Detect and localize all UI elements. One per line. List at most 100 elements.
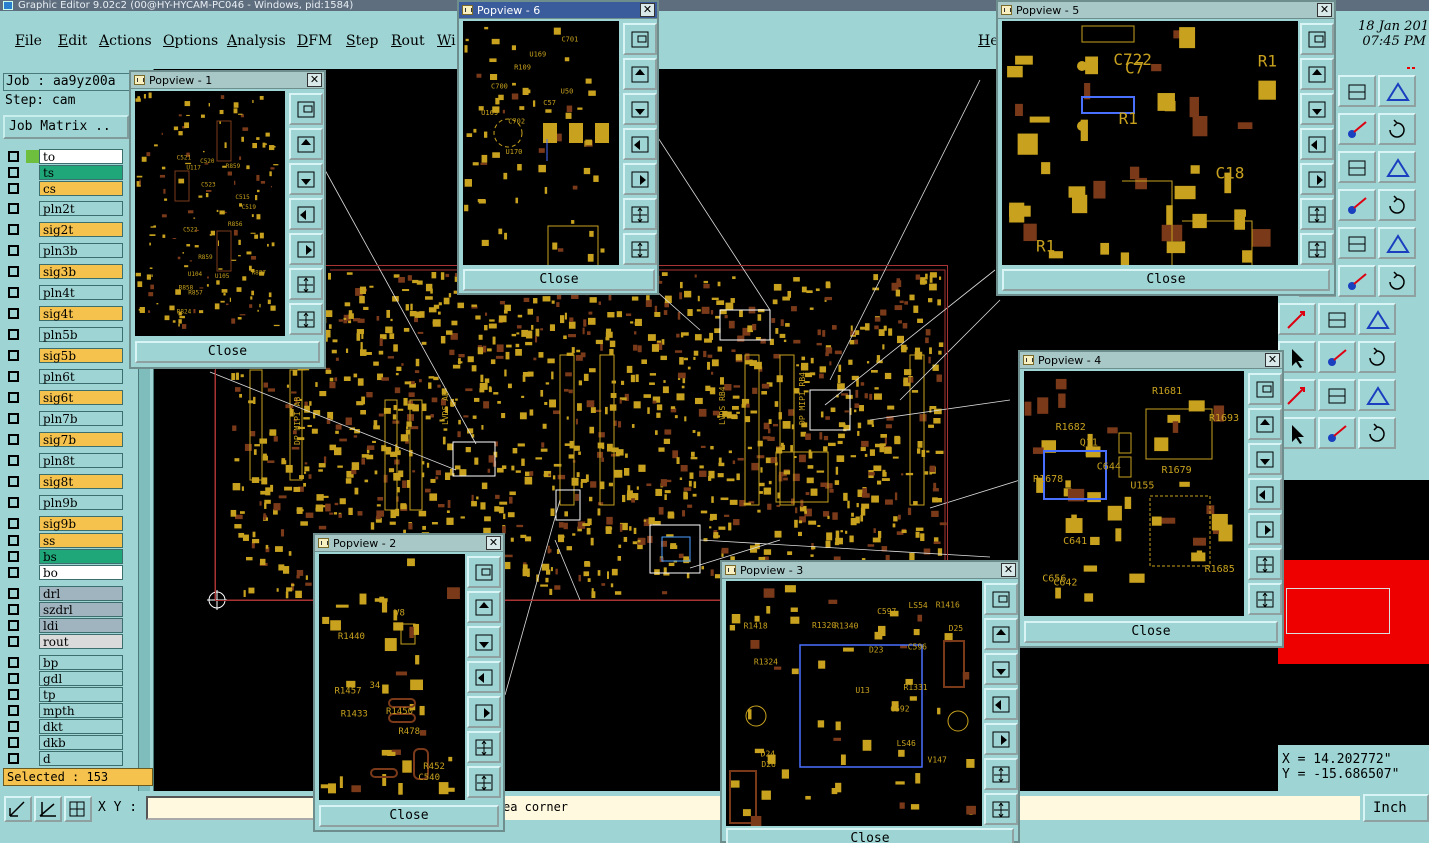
- layer-checkbox[interactable]: [8, 329, 19, 340]
- layer-row-gdl[interactable]: gdl: [3, 671, 143, 686]
- layer-label[interactable]: bs: [39, 549, 123, 564]
- layer-row-szdrl[interactable]: szdrl: [3, 602, 143, 617]
- layer-color-swatch[interactable]: [26, 166, 40, 179]
- select-c-icon[interactable]: [1358, 417, 1396, 449]
- popview-fit-icon[interactable]: [467, 731, 501, 763]
- layer-row-sig2t[interactable]: sig2t: [3, 222, 143, 237]
- layer-color-swatch[interactable]: [26, 182, 40, 195]
- layer-color-swatch[interactable]: [26, 688, 40, 701]
- layer-checkbox[interactable]: [8, 737, 19, 748]
- triangle-a-icon[interactable]: [1318, 379, 1356, 411]
- popview-right-icon[interactable]: [289, 233, 323, 265]
- layer-label[interactable]: sig4t: [39, 306, 123, 321]
- popview-5-close-button[interactable]: Close: [1002, 269, 1330, 291]
- popview-window-icon[interactable]: [467, 556, 501, 588]
- layer-label[interactable]: rout: [39, 634, 123, 649]
- popview-1-viewport[interactable]: C519C521U104U117R827C523R856R858R859C522…: [135, 91, 285, 336]
- layer-label[interactable]: pln4t: [39, 285, 123, 300]
- layer-row-sig7b[interactable]: sig7b: [3, 432, 143, 447]
- layer-label[interactable]: ss: [39, 533, 123, 548]
- popview-fit-icon[interactable]: [984, 758, 1018, 790]
- ruler-icon[interactable]: [1338, 227, 1376, 259]
- popview-3-viewport[interactable]: LS54V147R1340R1331R1324R1320LS46C592C596…: [726, 581, 982, 826]
- layer-row-sig4t[interactable]: sig4t: [3, 306, 143, 321]
- popview-fit-icon[interactable]: [1248, 548, 1282, 580]
- layer-checkbox[interactable]: [8, 689, 19, 700]
- menu-step[interactable]: Step: [346, 33, 379, 49]
- pin-icon[interactable]: [1378, 189, 1416, 221]
- layer-row-sig9b[interactable]: sig9b: [3, 516, 143, 531]
- menu-edit[interactable]: Edit: [58, 33, 88, 49]
- layer-label[interactable]: drl: [39, 586, 123, 601]
- layer-label[interactable]: to: [39, 149, 123, 164]
- layer-label[interactable]: tp: [39, 687, 123, 702]
- select-b-icon[interactable]: [1318, 417, 1356, 449]
- curve-icon[interactable]: [1358, 303, 1396, 335]
- layer-label[interactable]: pln8t: [39, 453, 123, 468]
- popview-5-close-icon[interactable]: ✕: [1317, 3, 1332, 17]
- layer-checkbox[interactable]: [8, 183, 19, 194]
- layer-label[interactable]: sig2t: [39, 222, 123, 237]
- layer-checkbox[interactable]: [8, 371, 19, 382]
- layer-label[interactable]: cs: [39, 181, 123, 196]
- layer-checkbox[interactable]: [8, 266, 19, 277]
- layer-label[interactable]: sig9b: [39, 516, 123, 531]
- popview-up-icon[interactable]: [289, 128, 323, 160]
- popview-down-icon[interactable]: [467, 626, 501, 658]
- help-icon[interactable]: [1378, 151, 1416, 183]
- layer-label[interactable]: dkb: [39, 735, 123, 750]
- popview-4-viewport[interactable]: R1678U155C641C642C644C656R1681R1679Q11R1…: [1024, 371, 1244, 616]
- popview-down-icon[interactable]: [1300, 93, 1334, 125]
- popview-2-close-icon[interactable]: ✕: [486, 536, 501, 550]
- layer-row-bp[interactable]: bp: [3, 655, 143, 670]
- layer-checkbox[interactable]: [8, 753, 19, 764]
- snap-angle-button[interactable]: [34, 796, 62, 822]
- xy-input[interactable]: [146, 796, 316, 820]
- slash-icon[interactable]: [1338, 265, 1376, 297]
- layer-row-pln7b[interactable]: pln7b: [3, 411, 143, 426]
- layer-checkbox[interactable]: [8, 657, 19, 668]
- popview-left-icon[interactable]: [623, 128, 657, 160]
- popview-down-icon[interactable]: [1248, 443, 1282, 475]
- triangle-icon[interactable]: [1278, 379, 1316, 411]
- popview-window-icon[interactable]: [1300, 23, 1334, 55]
- layer-row-sig5b[interactable]: sig5b: [3, 348, 143, 363]
- layer-label[interactable]: pln5b: [39, 327, 123, 342]
- layer-color-swatch[interactable]: [26, 202, 40, 215]
- layer-color-swatch[interactable]: [26, 391, 40, 404]
- layer-row-ss[interactable]: ss: [3, 533, 143, 548]
- layer-label[interactable]: pln6t: [39, 369, 123, 384]
- popview-6-close-icon[interactable]: ✕: [640, 3, 655, 17]
- home-icon[interactable]: [1338, 75, 1376, 107]
- layer-color-swatch[interactable]: [26, 566, 40, 579]
- popview-right-icon[interactable]: [984, 723, 1018, 755]
- popview-up-icon[interactable]: [1248, 408, 1282, 440]
- popview-3-close-icon[interactable]: ✕: [1001, 563, 1016, 577]
- pad-dot[interactable]: [1278, 341, 1316, 373]
- layer-label[interactable]: pln3b: [39, 243, 123, 258]
- layer-checkbox[interactable]: [8, 167, 19, 178]
- layer-checkbox[interactable]: [8, 588, 19, 599]
- popview-4-close-button[interactable]: Close: [1024, 621, 1278, 643]
- popview-down-icon[interactable]: [984, 653, 1018, 685]
- connect-icon[interactable]: [1338, 189, 1376, 221]
- layer-row-pln6t[interactable]: pln6t: [3, 369, 143, 384]
- layer-label[interactable]: szdrl: [39, 602, 123, 617]
- menu-dfm[interactable]: DFM: [297, 33, 333, 49]
- layer-checkbox[interactable]: [8, 413, 19, 424]
- layer-color-swatch[interactable]: [26, 704, 40, 717]
- layer-color-swatch[interactable]: [26, 244, 40, 257]
- layer-color-swatch[interactable]: [26, 349, 40, 362]
- popview-up-icon[interactable]: [1300, 58, 1334, 90]
- layer-color-swatch[interactable]: [26, 475, 40, 488]
- undo-icon[interactable]: [1338, 113, 1376, 145]
- menu-rout[interactable]: Rout: [391, 33, 425, 49]
- layer-color-swatch[interactable]: [26, 328, 40, 341]
- job-matrix-button[interactable]: Job Matrix ..: [3, 115, 129, 139]
- layer-color-swatch[interactable]: [26, 496, 40, 509]
- layer-label[interactable]: pln2t: [39, 201, 123, 216]
